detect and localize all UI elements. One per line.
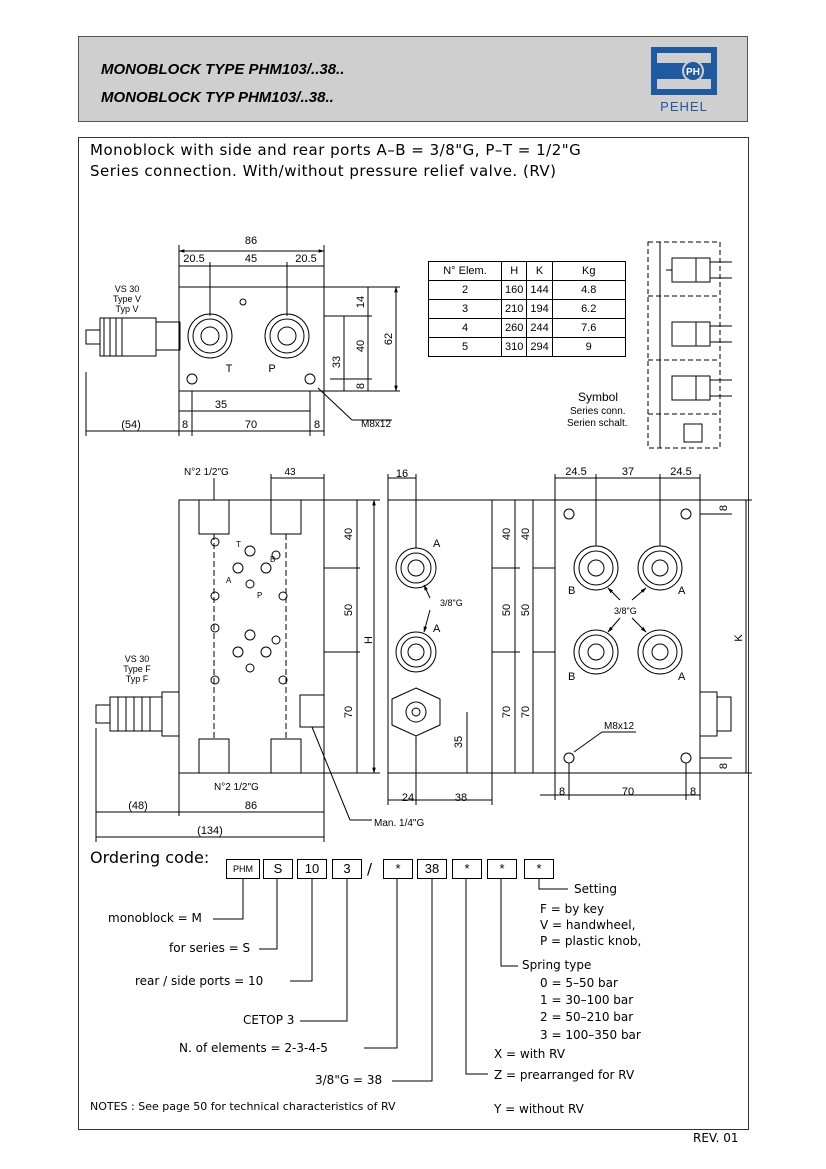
table-header: K [526, 261, 553, 281]
code-box-cetop: 3 [332, 859, 362, 879]
title-german: MONOBLOCK TYP PHM103/..38.. [101, 89, 334, 106]
header-banner: MONOBLOCK TYPE PHM103/..38.. MONOBLOCK T… [78, 36, 748, 122]
code-box-series: S [263, 859, 293, 879]
table-header: Kg [551, 261, 626, 281]
table-cell: 3 [428, 299, 502, 319]
table-cell: 9 [551, 337, 626, 357]
pehel-logo: PH PEHEL [651, 47, 717, 114]
table-cell: 144 [526, 280, 553, 300]
revision: REV. 01 [693, 1131, 739, 1145]
table-cell: 260 [500, 318, 528, 338]
setting-p: P = plastic knob, [540, 934, 642, 948]
table-header: H [500, 261, 528, 281]
table-cell: 294 [526, 337, 553, 357]
notes: NOTES : See page 50 for technical charac… [90, 1100, 396, 1113]
table-cell: 210 [500, 299, 528, 319]
label-monoblock: monoblock = M [108, 911, 202, 925]
rv-z: Z = prearranged for RV [494, 1068, 635, 1082]
table-cell: 4.8 [551, 280, 626, 300]
label-cetop: CETOP 3 [243, 1013, 295, 1027]
setting-f: F = by key [540, 902, 605, 916]
setting-v: V = handwheel, [540, 918, 636, 932]
table-cell: 5 [428, 337, 502, 357]
table-cell: 160 [500, 280, 528, 300]
table-cell: 7.6 [551, 318, 626, 338]
code-box-ports: 10 [297, 859, 327, 879]
spring-2: 2 = 50–210 bar [540, 1010, 634, 1024]
code-box-setting: * [524, 859, 554, 879]
label-setting: Setting [574, 882, 617, 896]
label-thread: 3/8"G = 38 [315, 1073, 383, 1087]
ordering-code-title: Ordering code: [90, 848, 210, 867]
code-box-rv: * [452, 859, 482, 879]
spring-0: 0 = 5–50 bar [540, 976, 618, 990]
logo-text: PEHEL [660, 99, 708, 114]
table-cell: 310 [500, 337, 528, 357]
table-cell: 244 [526, 318, 553, 338]
label-ports: rear / side ports = 10 [135, 974, 264, 988]
spring-3: 3 = 100–350 bar [540, 1028, 641, 1042]
code-box-spring: * [487, 859, 517, 879]
code-box-thread: 38 [417, 859, 447, 879]
table-cell: 4 [428, 318, 502, 338]
rv-y: Y = without RV [494, 1102, 584, 1116]
table-cell: 2 [428, 280, 502, 300]
table-header-row: N° Elem. H K Kg [428, 261, 626, 281]
code-slash: / [367, 860, 373, 878]
label-series: for series = S [169, 941, 251, 955]
spring-1: 1 = 30–100 bar [540, 993, 634, 1007]
label-spring: Spring type [522, 958, 592, 972]
svg-text:PH: PH [686, 67, 700, 78]
drawing-frame [78, 137, 749, 1130]
table-cell: 194 [526, 299, 553, 319]
code-box-elements: * [383, 859, 413, 879]
label-elements: N. of elements = 2-3-4-5 [179, 1041, 328, 1055]
rv-x: X = with RV [494, 1047, 566, 1061]
title-english: MONOBLOCK TYPE PHM103/..38.. [101, 61, 345, 78]
intro-line-2: Series connection. With/without pressure… [90, 162, 557, 180]
intro-line-1: Monoblock with side and rear ports A–B =… [90, 141, 582, 159]
table-header: N° Elem. [428, 261, 502, 281]
table-cell: 6.2 [551, 299, 626, 319]
code-box-phm: PHM [226, 859, 260, 879]
